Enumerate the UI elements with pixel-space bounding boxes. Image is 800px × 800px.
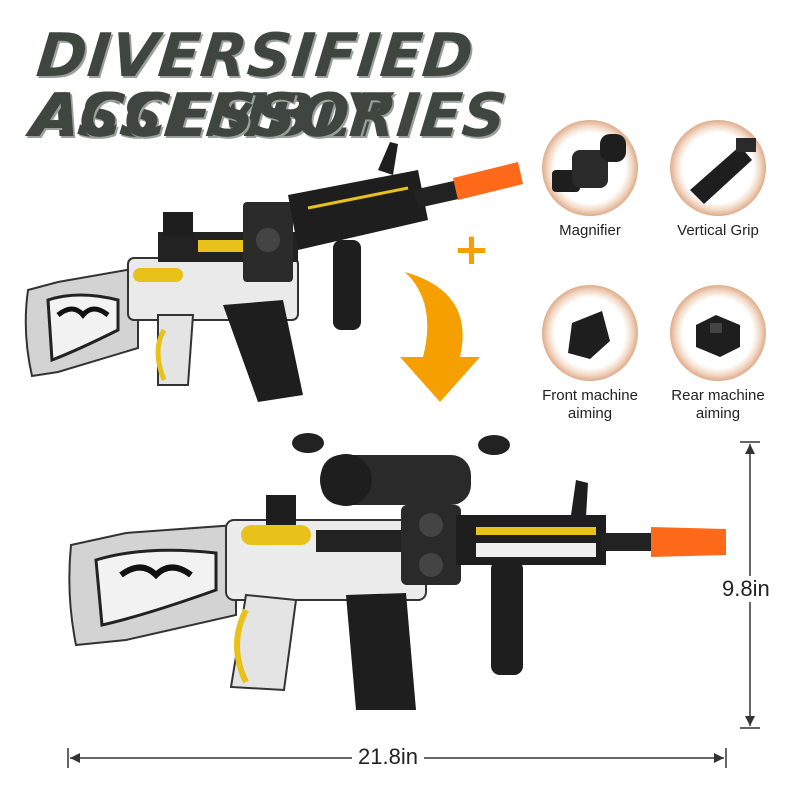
accessory-rear-sight-ring	[670, 285, 766, 381]
plus-symbol: +	[453, 224, 490, 275]
rear-sight-icon	[696, 315, 740, 357]
accessory-vertical-grip-label: Vertical Grip	[677, 222, 759, 239]
front-sight-icon	[568, 311, 610, 359]
magnifier-icon	[552, 134, 626, 192]
accessory-rear-sight: Rear machine aiming	[662, 285, 774, 423]
headline-line-2: ACCESSORIES	[30, 81, 511, 151]
blaster-assembled-image	[68, 433, 726, 710]
accessory-vertical-grip-ring	[670, 120, 766, 216]
accessory-front-sight: Front machine aiming	[534, 285, 646, 423]
height-label: 9.8in	[722, 576, 770, 602]
accessory-rear-sight-label: Rear machine aiming	[671, 387, 765, 422]
length-label: 21.8in	[352, 744, 424, 770]
accessory-magnifier-ring	[542, 120, 638, 216]
curved-down-arrow-icon	[400, 272, 480, 402]
accessory-vertical-grip: Vertical Grip	[662, 120, 774, 240]
accessory-front-sight-ring	[542, 285, 638, 381]
accessory-magnifier-label: Magnifier	[559, 222, 621, 239]
accessory-magnifier: Magnifier	[534, 120, 646, 240]
accessory-front-sight-label: Front machine aiming	[542, 387, 638, 422]
blaster-basic-image	[24, 142, 523, 402]
vertical-grip-icon	[690, 138, 756, 204]
